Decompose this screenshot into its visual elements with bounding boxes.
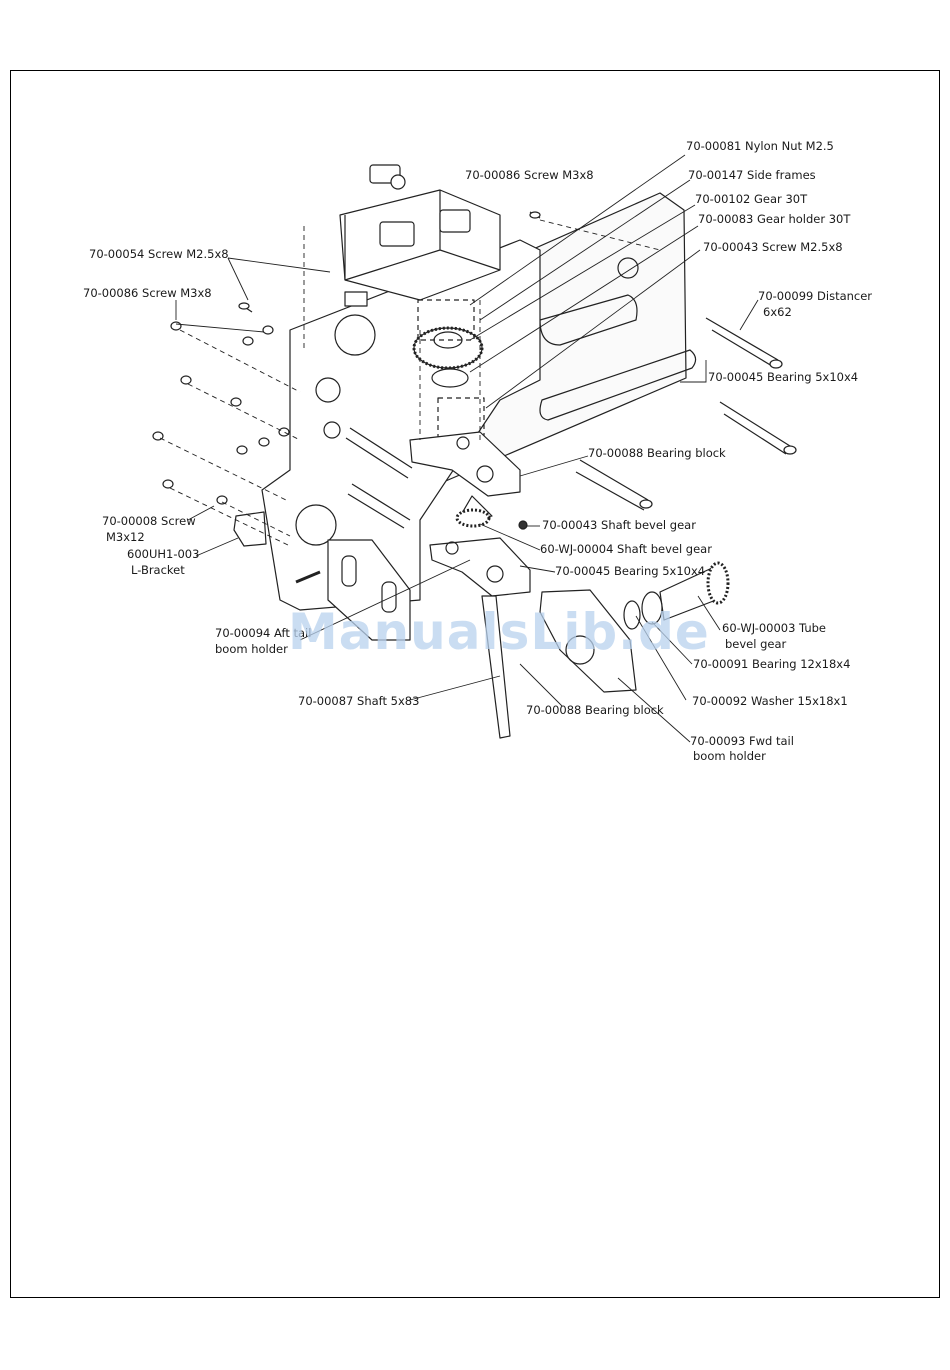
callout-distancer-2: 6x62	[763, 305, 792, 319]
bearing-block-upper	[409, 431, 521, 497]
distancers	[345, 317, 797, 529]
callout-shaft-bevel-gear-2: 60-WJ-00004 Shaft bevel gear	[540, 542, 712, 556]
callout-bearing-block-top: 70-00088 Bearing block	[588, 446, 726, 460]
page-border	[10, 70, 940, 1298]
callout-fwd-tail-1: 70-00093 Fwd tail	[690, 734, 794, 748]
callout-bearing-block-bottom: 70-00088 Bearing block	[526, 703, 664, 717]
callout-nylon-nut: 70-00081 Nylon Nut M2.5	[686, 139, 834, 153]
callout-side-frames: 70-00147 Side frames	[688, 168, 816, 182]
aft-tail-boom-holder	[327, 539, 411, 641]
callout-screw-m3x12-2: M3x12	[106, 530, 145, 544]
callout-aft-tail-1: 70-00094 Aft tail	[215, 626, 312, 640]
callout-aft-tail-2: boom holder	[215, 642, 288, 656]
callout-bearing-5x10x4-top: 70-00045 Bearing 5x10x4	[708, 370, 859, 384]
callout-shaft-bevel-gear-1: 70-00043 Shaft bevel gear	[542, 518, 696, 532]
callout-distancer-1: 70-00099 Distancer	[758, 289, 873, 303]
bearing-block-lower	[429, 537, 531, 597]
callout-gear-30t: 70-00102 Gear 30T	[695, 192, 808, 206]
callout-screw-m3x8-top: 70-00086 Screw M3x8	[465, 168, 594, 182]
fwd-tail-boom-holder	[539, 589, 637, 693]
shaft-5x83	[481, 595, 511, 739]
gear-30t	[412, 326, 484, 388]
callout-washer: 70-00092 Washer 15x18x1	[692, 694, 848, 708]
shaft-bevel-gear	[455, 495, 493, 528]
callout-gear-holder: 70-00083 Gear holder 30T	[698, 212, 851, 226]
watermark: ManualsLib.de	[288, 603, 710, 661]
callout-bearing-5x10x4-mid: 70-00045 Bearing 5x10x4	[555, 564, 706, 578]
l-bracket	[233, 511, 267, 547]
callout-bearing-12x18x4: 70-00091 Bearing 12x18x4	[693, 657, 851, 671]
callout-tube-bevel-gear-2: bevel gear	[725, 637, 787, 651]
servo-assembly	[339, 164, 501, 307]
tube-bevel-gear	[623, 561, 730, 630]
callout-l-bracket-1: 600UH1-003	[127, 547, 200, 561]
callout-screw-m3x12-1: 70-00008 Screw	[102, 514, 196, 528]
callout-shaft-5x83: 70-00087 Shaft 5x83	[298, 694, 420, 708]
callout-l-bracket-2: L-Bracket	[131, 563, 185, 577]
callout-fwd-tail-2: boom holder	[693, 749, 766, 763]
callout-tube-bevel-gear-1: 60-WJ-00003 Tube	[722, 621, 826, 635]
callout-screw-m3x8-left: 70-00086 Screw M3x8	[83, 286, 212, 300]
callout-screw-m25x8-left: 70-00054 Screw M2.5x8	[89, 247, 229, 261]
callout-screw-m25x8-right: 70-00043 Screw M2.5x8	[703, 240, 843, 254]
